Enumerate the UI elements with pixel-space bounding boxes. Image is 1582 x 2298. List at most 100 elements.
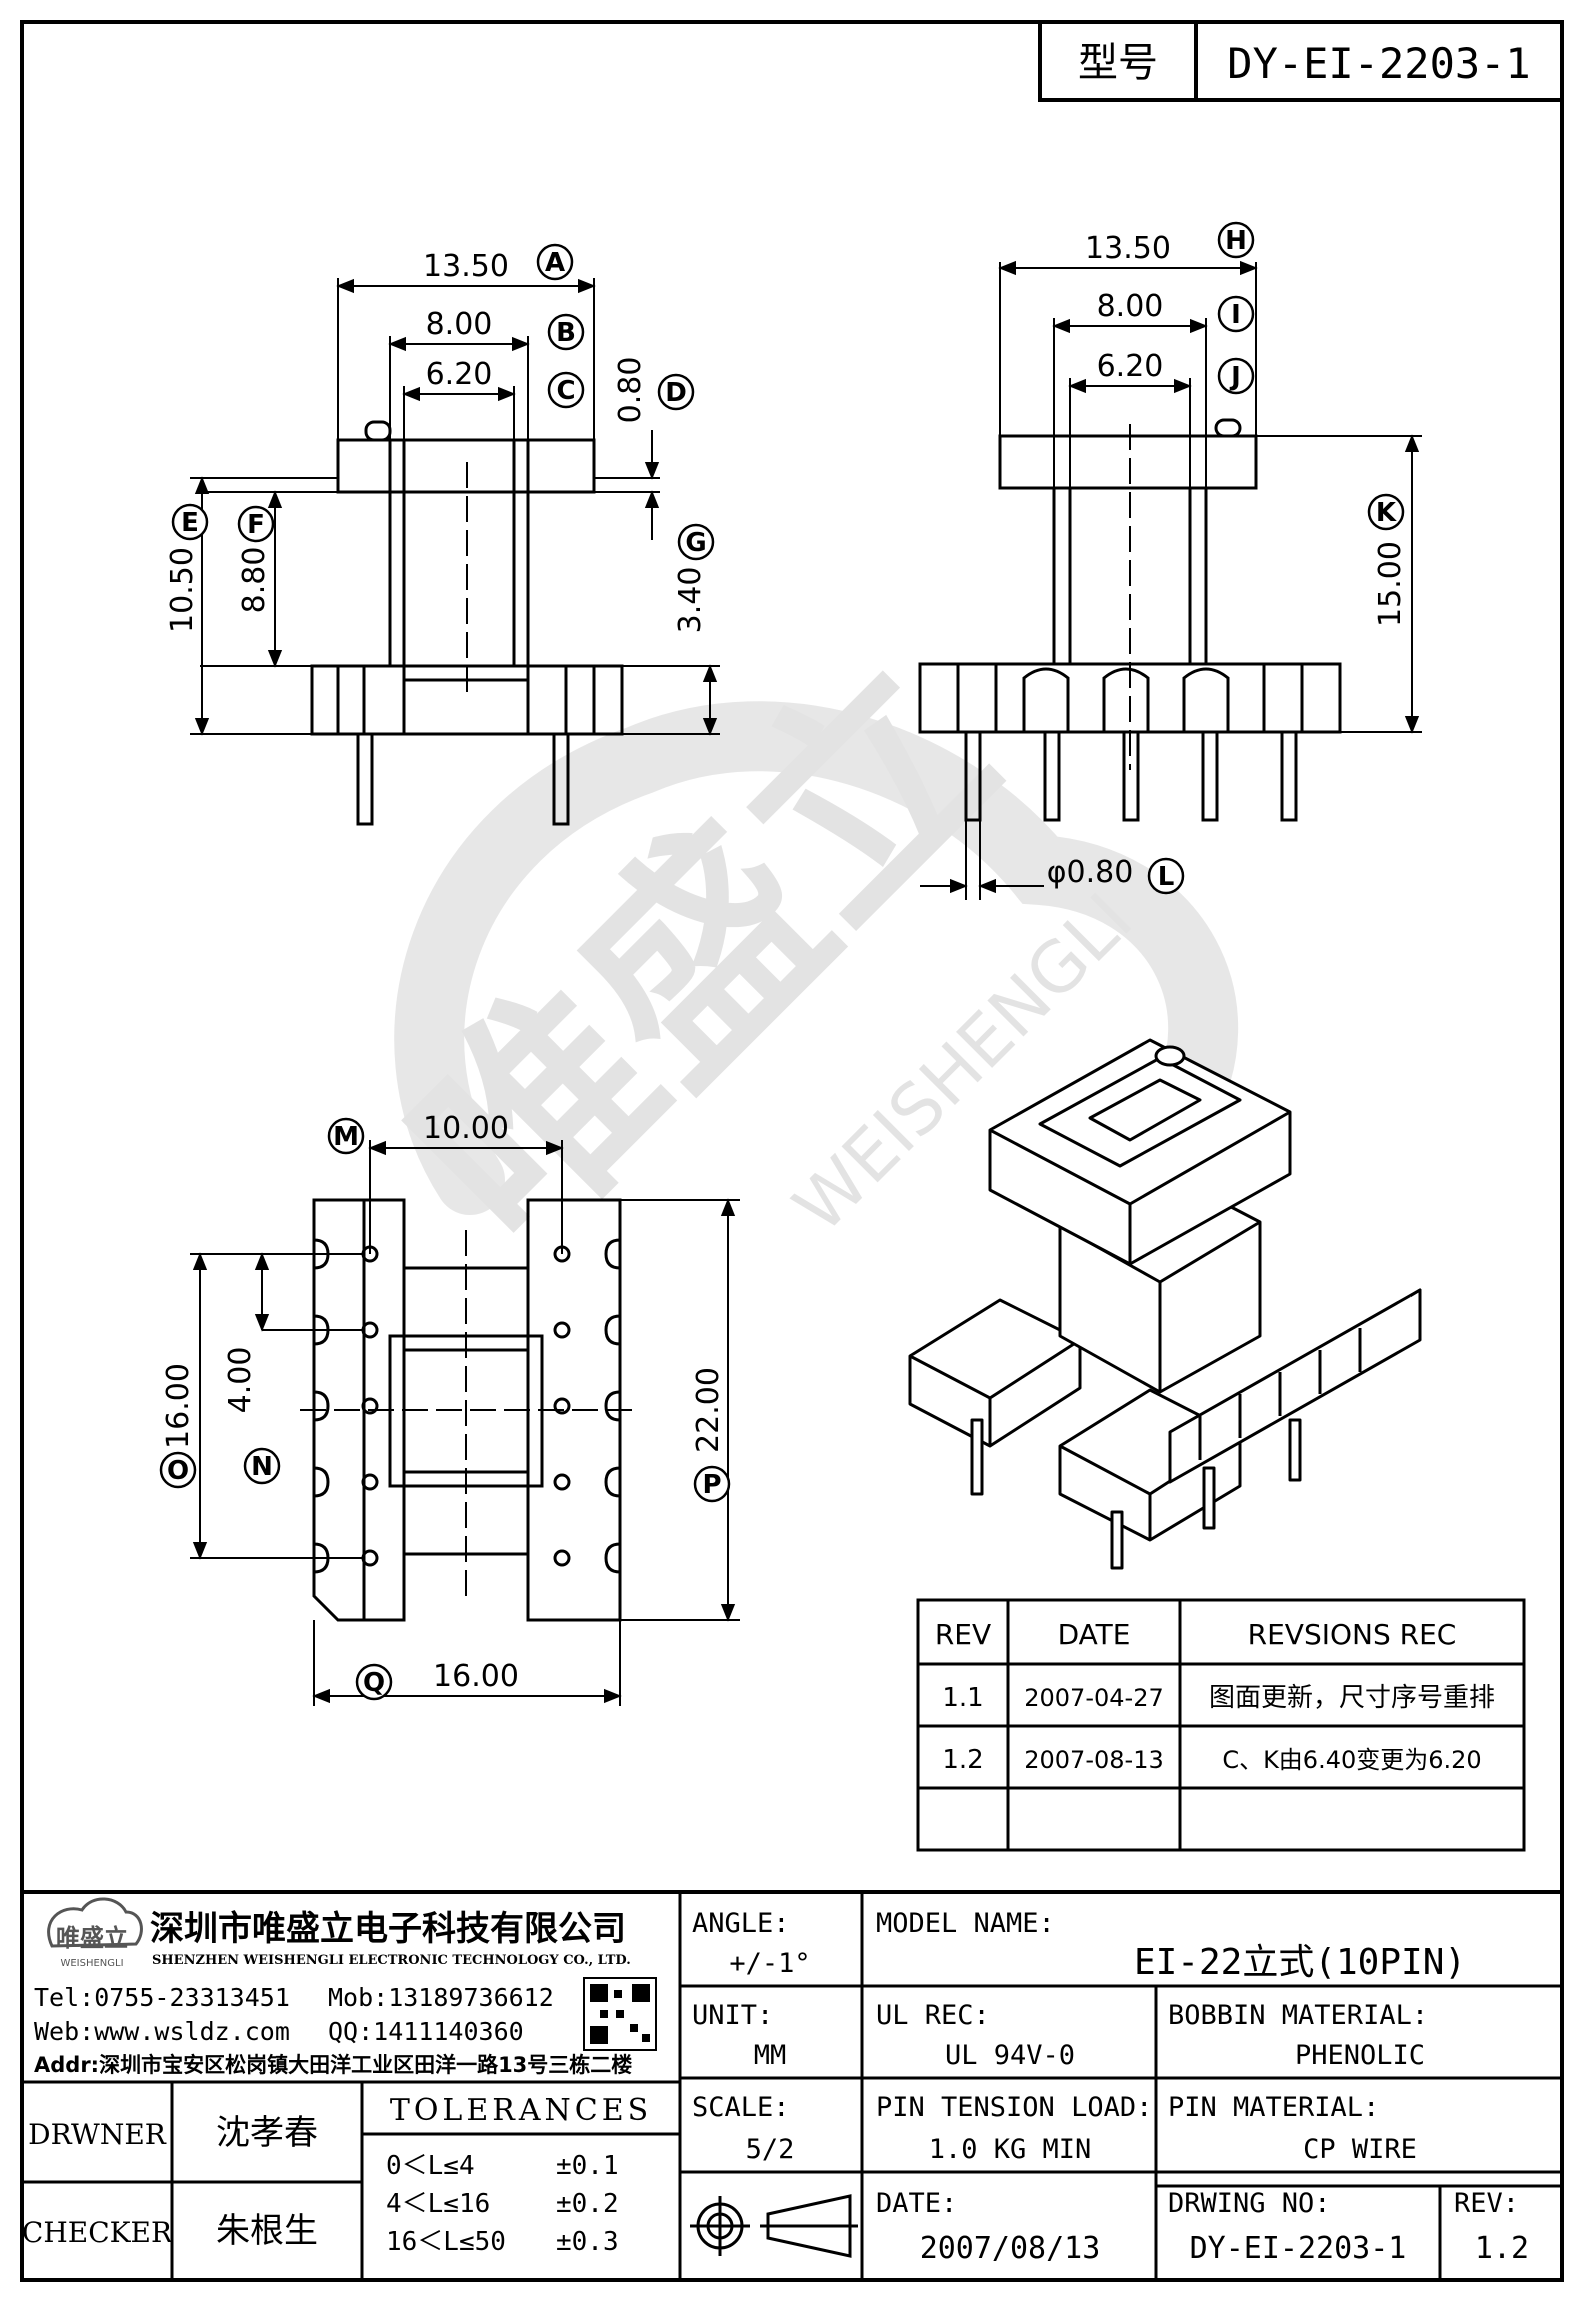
drawer-name: 沈孝春 <box>216 2113 318 2153</box>
sheet-border <box>20 20 1564 2282</box>
scale-label: SCALE: <box>692 2092 790 2123</box>
callout-A-letter: A <box>545 248 565 278</box>
dim-A-value: 13.50 <box>423 249 509 284</box>
rev-value: 1.2 <box>1475 2231 1529 2266</box>
isometric-view <box>908 1038 1422 1570</box>
callout-L: L <box>1147 857 1185 895</box>
dim-I-value: 8.00 <box>1097 289 1164 324</box>
angle-value: +/-1° <box>729 1948 810 1979</box>
ul-rec-value: UL 94V-0 <box>945 2040 1075 2071</box>
pin-material-label: PIN MATERIAL: <box>1168 2092 1379 2123</box>
checker-name: 朱根生 <box>216 2211 318 2251</box>
company-info: 唯盛立 WEISHENGLI 深圳市唯盛立电子科技有限公司 SHENZHEN W… <box>34 1897 657 2077</box>
revision-table-text: REV DATE REVSIONS REC 1.1 2007-04-27 图面更… <box>935 1618 1495 1775</box>
callout-B: B <box>547 313 585 351</box>
checker-label: CHECKER <box>22 2216 173 2249</box>
side-view-dimension-labels: 13.50 8.00 6.20 15.00 φ0.80 <box>1047 231 1408 890</box>
company-web: Web:www.wsldz.com <box>34 2017 290 2046</box>
dim-B-value: 8.00 <box>426 307 493 342</box>
bobbin-material-value: PHENOLIC <box>1295 2040 1425 2071</box>
watermark-cloud-icon <box>394 701 1238 1215</box>
company-tel: Tel:0755-23313451 <box>34 1983 290 2012</box>
qr-code-icon <box>583 1977 657 2051</box>
tolerance-value-1: ±0.1 <box>556 2151 619 2181</box>
side-view <box>918 418 1342 822</box>
callout-F-letter: F <box>247 510 265 540</box>
callout-Q-letter: Q <box>363 1668 385 1698</box>
title-block-grid <box>22 1890 1562 2280</box>
front-view <box>310 420 624 826</box>
pin-tension-label: PIN TENSION LOAD: <box>876 2092 1152 2123</box>
dim-N-value: 4.00 <box>223 1347 258 1414</box>
title-block-fields: ANGLE: +/-1° MODEL NAME: EI-22立式(10PIN) … <box>692 1908 1529 2266</box>
angle-label: ANGLE: <box>692 1908 790 1939</box>
dim-H-value: 13.50 <box>1085 231 1171 266</box>
tolerance-range-2: 4＜L≤16 <box>386 2189 490 2219</box>
dim-G-value: 3.40 <box>673 567 708 634</box>
side-view-dimensions <box>920 260 1422 900</box>
company-logo-cloud-icon <box>47 1897 143 1948</box>
tolerance-range-3: 16＜L≤50 <box>386 2227 506 2257</box>
pin-tension-value: 1.0 KG MIN <box>929 2134 1092 2165</box>
callout-K-letter: K <box>1376 498 1397 528</box>
callout-B-letter: B <box>556 318 576 348</box>
dim-L-value: φ0.80 <box>1047 855 1134 890</box>
callout-D-letter: D <box>665 378 687 408</box>
unit-value: MM <box>754 2040 787 2071</box>
callout-N: N <box>243 1447 281 1485</box>
callout-Q: Q <box>355 1663 393 1701</box>
rev-row1-rec: 图面更新，尺寸序号重排 <box>1209 1683 1495 1713</box>
unit-label: UNIT: <box>692 2000 773 2031</box>
dim-C-value: 6.20 <box>426 357 493 392</box>
drawing-no-value: DY-EI-2203-1 <box>1190 2231 1407 2266</box>
projection-symbol-icon <box>690 2194 858 2258</box>
model-name-label: MODEL NAME: <box>876 1908 1055 1939</box>
callout-A: A <box>536 243 574 281</box>
callout-H-letter: H <box>1225 226 1247 256</box>
bottom-view-dimension-labels: 10.00 16.00 4.00 22.00 16.00 <box>161 1111 726 1694</box>
dim-P-value: 22.00 <box>691 1367 726 1453</box>
scale-value: 5/2 <box>746 2134 795 2165</box>
rev-label: REV: <box>1454 2188 1519 2219</box>
ul-rec-label: UL REC: <box>876 2000 990 2031</box>
dim-D-value: 0.80 <box>613 357 648 424</box>
callout-H: H <box>1217 221 1255 259</box>
callout-M: M <box>327 1117 365 1155</box>
dim-J-value: 6.20 <box>1097 349 1164 384</box>
callout-E-letter: E <box>181 508 199 538</box>
callout-J-letter: J <box>1229 362 1241 392</box>
company-logo: 唯盛立 WEISHENGLI <box>47 1897 143 1969</box>
callout-I-letter: I <box>1231 300 1241 330</box>
callout-D: D <box>657 373 695 411</box>
signatures-tolerances: DRWNER 沈孝春 CHECKER 朱根生 TOLERANCES 0＜L≤4 … <box>22 2093 648 2257</box>
callout-G: G <box>677 523 715 561</box>
rev-header-date: DATE <box>1058 1618 1131 1651</box>
callout-F: F <box>237 505 275 543</box>
company-logo-text: 唯盛立 <box>56 1924 128 1952</box>
rev-header-rev: REV <box>935 1618 991 1651</box>
model-name-value: EI-22立式(10PIN) <box>1134 1942 1466 1983</box>
tolerance-range-1: 0＜L≤4 <box>386 2151 475 2181</box>
company-address: Addr:深圳市宝安区松岗镇大田洋工业区田洋一路13号三栋二楼 <box>34 2053 632 2077</box>
callout-M-letter: M <box>333 1122 359 1152</box>
company-mob: Mob:13189736612 <box>328 1983 554 2012</box>
dim-E-value: 10.50 <box>165 547 200 633</box>
pin-material-value: CP WIRE <box>1303 2134 1417 2165</box>
tolerance-value-3: ±0.3 <box>556 2227 619 2257</box>
dimension-callouts: A B C D E F G H I J K L M N O P Q <box>159 221 1405 1701</box>
rev-row1-date: 2007-04-27 <box>1024 1684 1163 1712</box>
callout-J: J <box>1217 357 1255 395</box>
rev-header-rec: REVSIONS REC <box>1248 1618 1457 1651</box>
dim-Q-value: 16.00 <box>433 1659 519 1694</box>
rev-row2-rev: 1.2 <box>942 1745 983 1775</box>
model-number-header: 型号 DY-EI-2203-1 <box>1038 20 1564 102</box>
callout-P: P <box>693 1465 731 1503</box>
model-label: 型号 <box>1078 40 1158 86</box>
bobbin-material-label: BOBBIN MATERIAL: <box>1168 2000 1428 2031</box>
drawer-label: DRWNER <box>28 2118 167 2151</box>
callout-L-letter: L <box>1158 862 1175 892</box>
callout-E: E <box>171 503 209 541</box>
company-logo-sub: WEISHENGLI <box>60 1958 123 1969</box>
callout-N-letter: N <box>251 1452 273 1482</box>
